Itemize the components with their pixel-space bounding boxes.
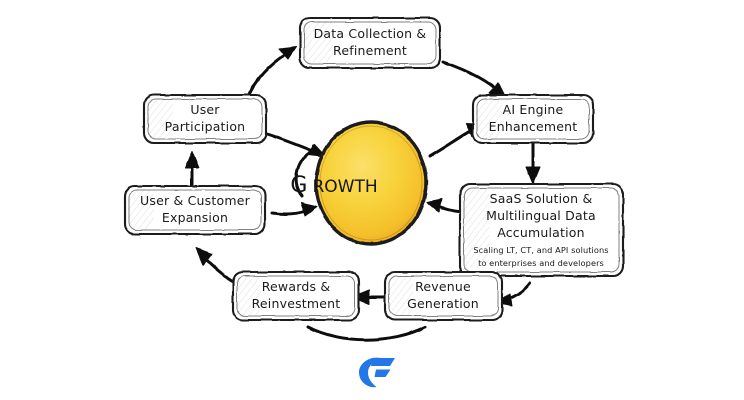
node-ai-engine-border-inner	[476, 98, 590, 140]
node-expansion-bg	[125, 186, 265, 234]
node-revenue-border-inner	[388, 275, 499, 317]
node-saas-hatch	[463, 187, 489, 267]
node-saas-border	[458, 182, 625, 278]
growth-circle-inner-outline	[319, 125, 423, 241]
node-participation-hatch	[147, 98, 173, 138]
node-saas-line1: SaaS Solution &	[490, 191, 593, 206]
node-expansion-line1: User & Customer	[140, 193, 251, 208]
node-expansion-border	[123, 184, 267, 236]
node-expansion-hatch	[128, 189, 154, 229]
node-expansion-border-inner	[128, 189, 262, 231]
node-rewards-border-inner	[236, 275, 356, 317]
arrow-participation-to-collection	[246, 46, 297, 99]
node-rewards-line2: Reinvestment	[252, 296, 341, 311]
node-data-collection[interactable]: Data Collection & Refinement	[298, 16, 442, 70]
arrow-participation-to-growth	[262, 131, 327, 158]
node-participation-border	[142, 93, 268, 145]
node-user-customer-expansion[interactable]: User & Customer Expansion	[123, 184, 267, 236]
node-ai-engine[interactable]: AI Engine Enhancement	[471, 93, 595, 145]
node-saas-bg	[460, 184, 623, 276]
node-data-collection-hatch	[303, 21, 333, 63]
node-ai-engine-line2: Enhancement	[489, 119, 578, 134]
node-ai-engine-line1: AI Engine	[503, 102, 564, 117]
node-revenue-bg	[385, 272, 502, 320]
node-revenue-generation[interactable]: Revenue Generation	[383, 270, 504, 322]
node-saas-subtitle-line2: to enterprises and developers	[478, 258, 604, 268]
node-data-collection-border-inner	[303, 21, 437, 65]
node-saas-line2: Multilingual Data	[486, 208, 596, 223]
arrow-expansion-to-growth	[270, 202, 318, 217]
node-saas-border-inner	[463, 187, 620, 273]
node-saas-line3: Accumulation	[497, 225, 585, 240]
node-ai-engine-border	[471, 93, 595, 145]
node-revenue-border	[383, 270, 504, 322]
growth-center-text: G ROWTH	[290, 173, 377, 198]
arrow-revenue-to-rewards	[351, 289, 385, 305]
node-rewards-line1: Rewards &	[262, 279, 331, 294]
node-rewards-bg	[233, 272, 359, 320]
node-saas-solution[interactable]: SaaS Solution & Multilingual Data Accumu…	[458, 182, 625, 278]
logo-top-bar-icon	[371, 358, 395, 366]
logo-mid-bar-icon	[374, 369, 391, 377]
arrow-inner-curl	[294, 150, 312, 198]
node-rewards-reinvestment[interactable]: Rewards & Reinvestment	[231, 270, 361, 322]
arrow-bottom-sweep	[306, 325, 427, 342]
node-participation-line1: User	[190, 102, 220, 117]
growth-label-rest: ROWTH	[312, 177, 377, 197]
arrow-expansion-to-participation	[184, 150, 200, 187]
node-data-collection-line1: Data Collection &	[314, 26, 427, 41]
node-user-participation[interactable]: User Participation	[142, 93, 268, 145]
growth-circle-outline	[314, 120, 428, 246]
arrow-saas-to-growth	[426, 198, 464, 214]
node-revenue-line2: Generation	[407, 296, 479, 311]
node-ai-engine-bg	[473, 95, 593, 143]
node-revenue-hatch	[388, 275, 413, 315]
node-expansion-line2: Expansion	[162, 210, 228, 225]
node-saas-subtitle-line1: Scaling LT, CT, and API solutions	[473, 245, 608, 255]
arrow-ai-to-saas	[525, 141, 541, 185]
node-data-collection-bg	[300, 18, 440, 68]
logo-arc-icon	[359, 357, 381, 388]
node-participation-border-inner	[147, 98, 263, 140]
arrow-collection-to-ai	[441, 60, 507, 100]
node-participation-line2: Participation	[165, 119, 246, 134]
growth-center-node[interactable]: G ROWTH	[290, 120, 428, 246]
node-data-collection-border	[298, 16, 442, 70]
node-rewards-border	[231, 270, 361, 322]
node-ai-engine-hatch	[476, 98, 502, 138]
growth-label-initial: G	[290, 173, 307, 198]
node-revenue-line1: Revenue	[415, 279, 471, 294]
growth-circle-fill	[316, 122, 426, 244]
node-participation-bg	[144, 95, 266, 143]
node-data-collection-line2: Refinement	[333, 43, 407, 58]
node-rewards-hatch	[236, 275, 261, 315]
brand-logo	[359, 357, 395, 388]
